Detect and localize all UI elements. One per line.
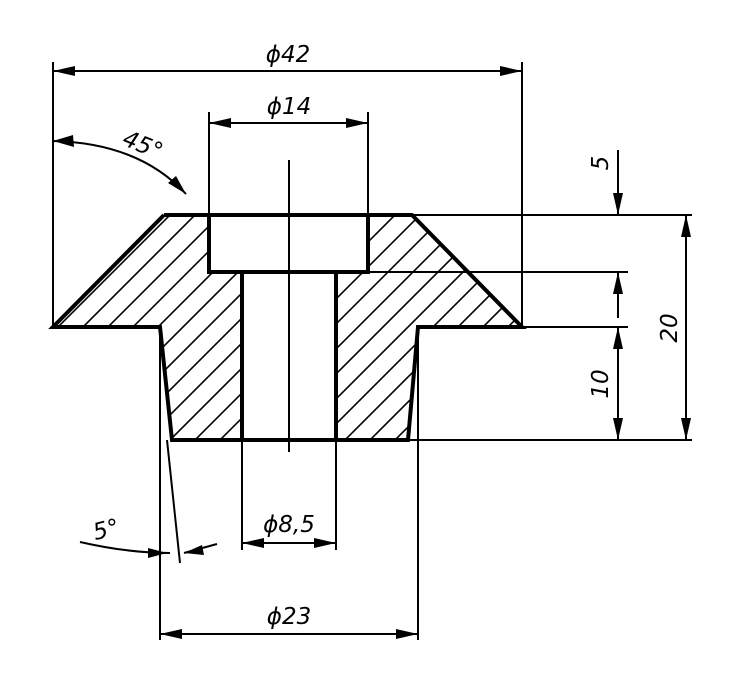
dim-text-angle-5: 5° bbox=[90, 514, 122, 546]
hatch-line bbox=[53, 215, 236, 440]
dim-text-dia-23: ϕ23 bbox=[267, 604, 311, 630]
hatch-line bbox=[349, 215, 522, 440]
hatch-line bbox=[424, 215, 522, 440]
hatch-line bbox=[53, 215, 242, 440]
hatch-line bbox=[53, 215, 186, 440]
arrowheads bbox=[53, 66, 691, 639]
hatch-line bbox=[336, 215, 436, 440]
hatch-line bbox=[336, 215, 386, 440]
hatch-line bbox=[74, 215, 242, 440]
extension-lines bbox=[52, 62, 692, 640]
dim-text-dia-14: ϕ14 bbox=[267, 94, 311, 120]
hatch-line bbox=[525, 200, 736, 460]
dim-text-dia-8-5: ϕ8,5 bbox=[263, 512, 315, 538]
hatch-line bbox=[474, 215, 522, 440]
hatch-line bbox=[53, 215, 242, 440]
hatch-line bbox=[124, 215, 242, 440]
hatch-line bbox=[53, 215, 211, 440]
hatch-line bbox=[336, 215, 486, 440]
hatch-line bbox=[174, 215, 242, 440]
dim-text-dia-42: ϕ42 bbox=[266, 42, 310, 68]
hatch-line bbox=[53, 215, 242, 440]
hatch-line bbox=[336, 215, 522, 440]
hatch-line bbox=[336, 215, 522, 440]
hatch-line bbox=[149, 215, 242, 440]
hatch-line bbox=[336, 215, 461, 440]
dim-text-len-20: 20 bbox=[657, 313, 683, 342]
dim-text-len-10: 10 bbox=[588, 369, 614, 398]
dim-text-angle-45: 45° bbox=[119, 126, 167, 165]
hatch-line bbox=[53, 215, 161, 440]
hatch-line bbox=[374, 215, 522, 440]
dim-text-len-5: 5 bbox=[588, 156, 614, 171]
